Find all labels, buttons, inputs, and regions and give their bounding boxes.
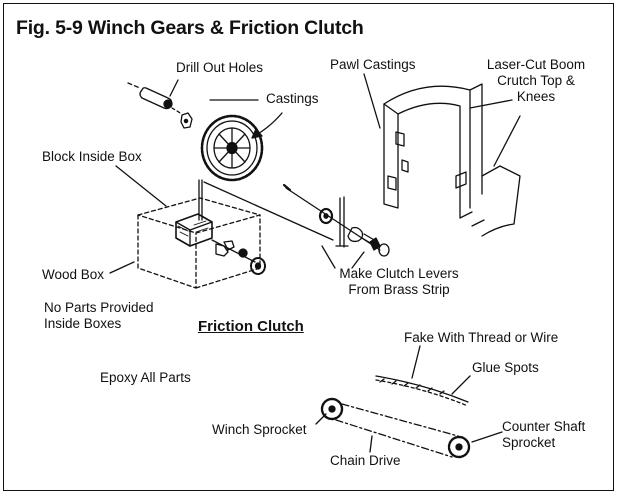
boom-crutch-drawing bbox=[383, 83, 521, 237]
label-no-parts-provided: No Parts Provided Inside Boxes bbox=[44, 300, 154, 331]
label-chain-drive: Chain Drive bbox=[330, 453, 401, 468]
leader-fake-thread bbox=[411, 345, 421, 379]
label-castings: Castings bbox=[266, 91, 319, 106]
chain-drive-drawing bbox=[320, 397, 471, 459]
leader-winch-sprocket bbox=[315, 413, 327, 425]
leader-boom-crutch-knee bbox=[493, 115, 521, 167]
leader-clutch-levers-b bbox=[351, 251, 365, 269]
label-epoxy-all-parts: Epoxy All Parts bbox=[100, 370, 191, 385]
figure-title: Fig. 5-9 Winch Gears & Friction Clutch bbox=[16, 17, 364, 39]
wood-box-drawing bbox=[137, 179, 266, 289]
label-drill-out-holes: Drill Out Holes bbox=[176, 60, 264, 75]
friction-clutch-assembly bbox=[282, 183, 390, 257]
label-boom-crutch: Laser-Cut Boom Crutch Top & Knees bbox=[486, 57, 586, 104]
label-counter-shaft-sprocket: Counter Shaft Sprocket bbox=[502, 419, 586, 450]
thread-strip bbox=[375, 375, 469, 407]
label-block-inside-box: Block Inside Box bbox=[42, 149, 142, 164]
leader-long-lever bbox=[203, 181, 334, 241]
heading-friction-clutch: Friction Clutch bbox=[198, 318, 304, 335]
label-pawl-castings: Pawl Castings bbox=[330, 57, 416, 72]
leader-pawl-castings bbox=[363, 73, 381, 129]
leader-clutch-levers-a bbox=[321, 245, 336, 269]
leader-boom-crutch-top bbox=[469, 99, 513, 109]
label-wood-box: Wood Box bbox=[42, 267, 105, 282]
leader-wood-box bbox=[109, 261, 135, 274]
leader-castings bbox=[255, 112, 283, 136]
leader-glue-spots bbox=[451, 375, 471, 395]
figure-frame bbox=[3, 3, 614, 491]
label-winch-sprocket: Winch Sprocket bbox=[212, 422, 307, 437]
leader-chain-drive bbox=[369, 435, 373, 453]
leader-drill-out-holes bbox=[169, 79, 179, 97]
label-glue-spots: Glue Spots bbox=[472, 360, 539, 375]
drill-pin-part bbox=[127, 82, 193, 129]
label-fake-thread: Fake With Thread or Wire bbox=[404, 330, 559, 345]
label-make-clutch-levers: Make Clutch Levers From Brass Strip bbox=[339, 266, 459, 297]
leader-block-inside-box bbox=[115, 165, 167, 207]
castings-arrowhead bbox=[251, 128, 263, 139]
leader-counter-shaft bbox=[471, 431, 503, 443]
casting-gear-wheel bbox=[200, 114, 264, 182]
